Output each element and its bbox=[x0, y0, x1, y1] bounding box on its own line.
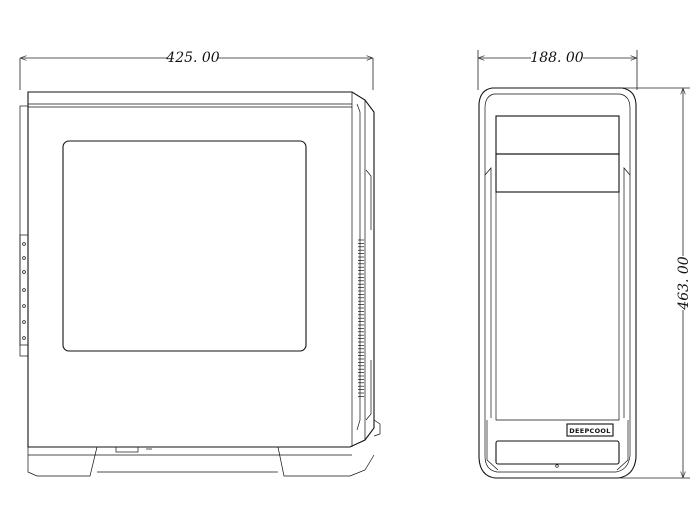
height-label-bg bbox=[674, 256, 692, 310]
front-shell-outline bbox=[478, 87, 637, 479]
width-label-bg bbox=[531, 50, 583, 66]
drive-bay-lower bbox=[495, 153, 620, 193]
front-accent-top bbox=[365, 169, 372, 230]
height-label: 463. 00 bbox=[676, 256, 692, 311]
front-vent-grille bbox=[358, 239, 364, 397]
front-view: 188. 00 463. 00 DEEPCOOL bbox=[477, 50, 692, 479]
brand-label: DEEPCOOL bbox=[569, 427, 610, 435]
bottom-left-chamfer bbox=[486, 420, 499, 471]
rear-io-plate bbox=[19, 234, 29, 346]
bottom-right-chamfer bbox=[616, 420, 629, 471]
front-accent-bottom bbox=[365, 360, 372, 421]
side-window bbox=[62, 140, 307, 352]
side-body-outline bbox=[27, 91, 375, 448]
length-label: 425. 00 bbox=[165, 50, 220, 66]
left-wing bbox=[484, 167, 492, 418]
brand-plate bbox=[566, 423, 614, 437]
side-view: 425. 00 bbox=[19, 50, 381, 477]
drive-bay-upper bbox=[495, 115, 620, 155]
front-foot bbox=[277, 446, 375, 477]
psu-vent-tab bbox=[115, 446, 139, 453]
power-led bbox=[555, 464, 559, 468]
bottom-intake-panel bbox=[495, 440, 620, 465]
front-bezel-curve bbox=[356, 103, 361, 431]
rear-bracket bbox=[19, 105, 29, 357]
front-mesh-panel bbox=[495, 192, 620, 421]
length-dimension: 425. 00 bbox=[19, 50, 374, 90]
height-dimension: 463. 00 bbox=[620, 87, 692, 479]
rear-foot bbox=[27, 446, 98, 477]
right-wing bbox=[623, 167, 631, 418]
width-label: 188. 00 bbox=[530, 50, 584, 66]
front-shell-inner bbox=[484, 93, 631, 473]
front-side-tab bbox=[373, 419, 381, 437]
rear-io-ports bbox=[22, 242, 26, 340]
length-label-bg bbox=[168, 50, 218, 66]
width-dimension: 188. 00 bbox=[477, 50, 638, 90]
